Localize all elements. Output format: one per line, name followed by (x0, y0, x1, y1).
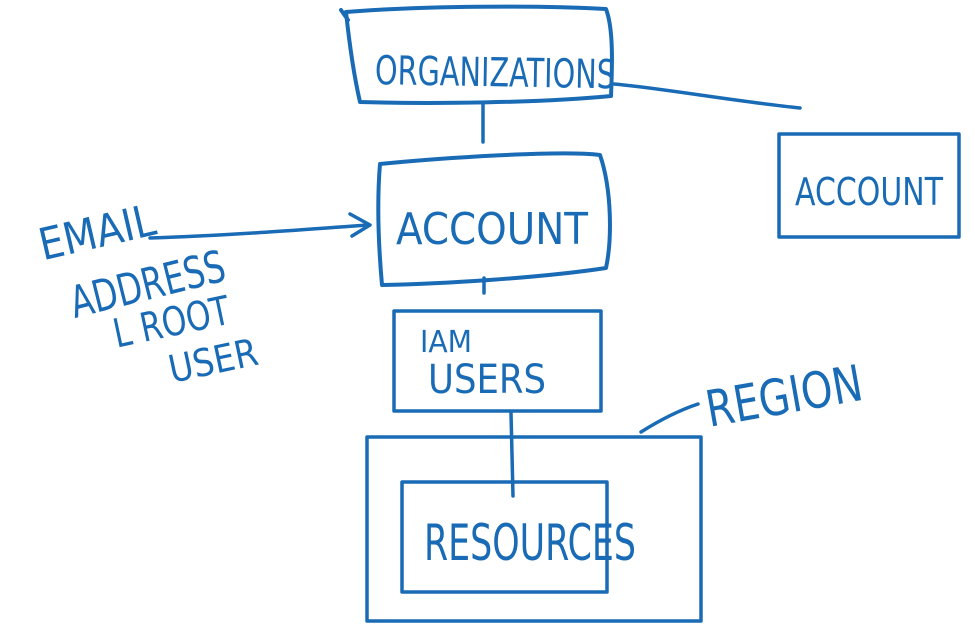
organizations-to-account-side-line (612, 82, 802, 110)
arrow-head-icon (348, 212, 372, 238)
region-pointer-line (639, 402, 700, 434)
region-box (365, 435, 703, 623)
email-to-account-arrow (148, 223, 370, 240)
root-user-annotation: EMAIL ADDRESS L ROOT USER (34, 195, 262, 392)
account-side-label: ACCOUNT (795, 170, 944, 214)
region-label: REGION (701, 354, 867, 439)
organizations-label: ORGANIZATIONS (375, 48, 616, 98)
iam-users-label-line-1: IAM (420, 325, 472, 360)
iam-users-label-line-2: USERS (428, 357, 546, 403)
resources-label: RESOURCES (424, 514, 636, 572)
organizations-box (339, 4, 614, 105)
iam-users-box (392, 309, 603, 413)
resources-box (400, 480, 609, 594)
account-main-box (376, 151, 612, 287)
account-side-box (777, 132, 961, 239)
account-main-label: ACCOUNT (396, 204, 588, 255)
